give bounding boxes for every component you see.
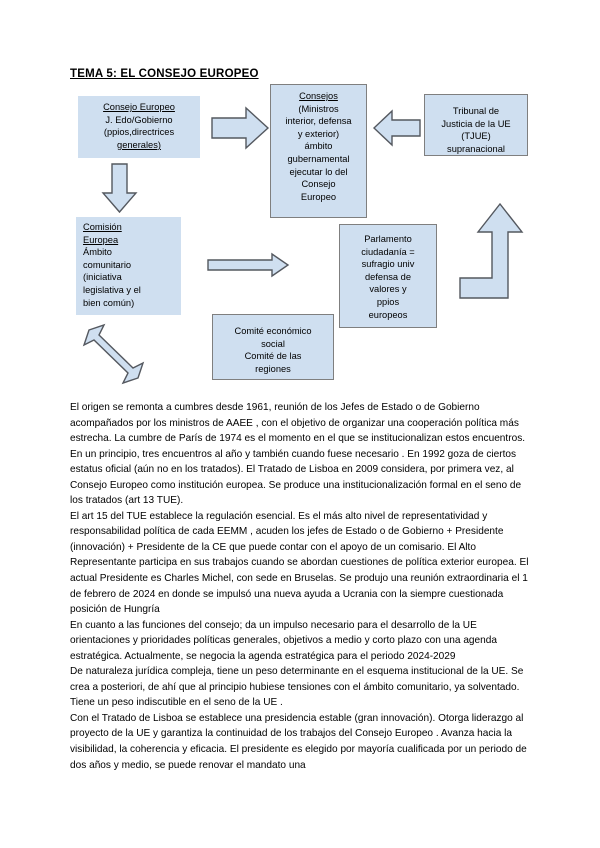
node-consejo-europeo-line1: Consejo Europeo	[103, 102, 175, 112]
node-comite-line4: regiones	[255, 363, 291, 374]
document-body: El origen se remonta a cumbres desde 196…	[70, 400, 532, 773]
node-consejo-europeo-line2: J. Edo/Gobierno	[105, 114, 173, 125]
node-tribunal-line2: Justicia de la UE	[441, 118, 511, 129]
arrow-elbow-up-right	[459, 202, 524, 299]
arrow-consejo-europeo-to-comision	[101, 163, 138, 214]
node-consejo-europeo-line3: (ppios,directrices	[103, 127, 175, 138]
node-comite-economico-social: Comité económico social Comité de las re…	[212, 314, 334, 380]
node-consejos-line5: ámbito	[304, 141, 333, 152]
node-consejos-line6: gubernamental	[287, 153, 350, 164]
node-consejos-line7: ejecutar lo del	[289, 166, 348, 177]
node-comision-line6: legislativa y el	[83, 284, 141, 295]
paragraph: El art 15 del TUE establece la regulació…	[70, 510, 529, 616]
arrow-comision-to-parlamento	[207, 252, 290, 278]
paragraph: Con el Tratado de Lisboa se establece un…	[70, 712, 527, 771]
node-comision-line1: Comisión	[83, 222, 122, 232]
node-parlamento-line6: ppios	[376, 296, 400, 307]
page-title: TEMA 5: EL CONSEJO EUROPEO	[70, 68, 259, 80]
node-parlamento-line1: Parlamento	[364, 234, 412, 244]
node-parlamento-line7: europeos	[368, 309, 408, 320]
node-comision-line4: comunitario	[83, 259, 132, 270]
node-comision-line2: Europea	[83, 234, 119, 245]
paragraph: De naturaleza jurídica compleja, tiene u…	[70, 666, 524, 709]
node-tribunal-line4: supranacional	[447, 143, 505, 154]
node-parlamento-line5: valores y	[369, 284, 407, 295]
node-parlamento: Parlamento ciudadanía = sufragio univ de…	[339, 224, 437, 328]
node-parlamento-line2: ciudadanía =	[361, 246, 415, 257]
node-comision-line7: bien común)	[83, 297, 135, 308]
node-tribunal-justicia-ue: Tribunal de Justicia de la UE (TJUE) sup…	[424, 94, 528, 156]
node-consejo-europeo: Consejo Europeo J. Edo/Gobierno (ppios,d…	[78, 96, 200, 158]
node-consejos-line3: interior, defensa	[285, 116, 352, 127]
node-comite-line3: Comité de las	[244, 351, 302, 362]
node-consejos-line1: Consejos	[299, 91, 338, 101]
arrow-consejo-europeo-to-consejos	[211, 106, 270, 150]
node-parlamento-line3: sufragio univ	[361, 259, 415, 270]
node-consejos-line4: y exterior)	[297, 128, 340, 139]
paragraph: En cuanto a las funciones del consejo; d…	[70, 619, 498, 662]
node-consejos-line2: (Ministros	[298, 103, 339, 114]
node-consejos-line9: Europeo	[300, 191, 337, 202]
node-comite-line1: Comité económico	[234, 326, 312, 336]
node-consejo-europeo-line4: generales)	[117, 139, 161, 150]
node-comision-line5: (iniciativa	[83, 272, 122, 283]
node-parlamento-line4: defensa de	[364, 271, 411, 282]
node-comision-europea: Comisión Europea Ámbito comunitario (ini…	[76, 217, 181, 315]
node-consejos-line8: Consejo	[301, 179, 336, 190]
arrow-comision-to-comite	[82, 323, 145, 385]
node-comision-line3: Ámbito	[83, 247, 112, 258]
institutions-diagram: Consejo Europeo J. Edo/Gobierno (ppios,d…	[0, 80, 600, 400]
node-tribunal-line1: Tribunal de	[452, 106, 500, 116]
paragraph: El origen se remonta a cumbres desde 196…	[70, 402, 526, 507]
node-comite-line2: social	[261, 338, 285, 349]
node-tribunal-line3: (TJUE)	[461, 131, 491, 142]
node-consejos: Consejos (Ministros interior, defensa y …	[270, 84, 367, 218]
arrow-consejos-to-tribunal	[372, 109, 421, 147]
